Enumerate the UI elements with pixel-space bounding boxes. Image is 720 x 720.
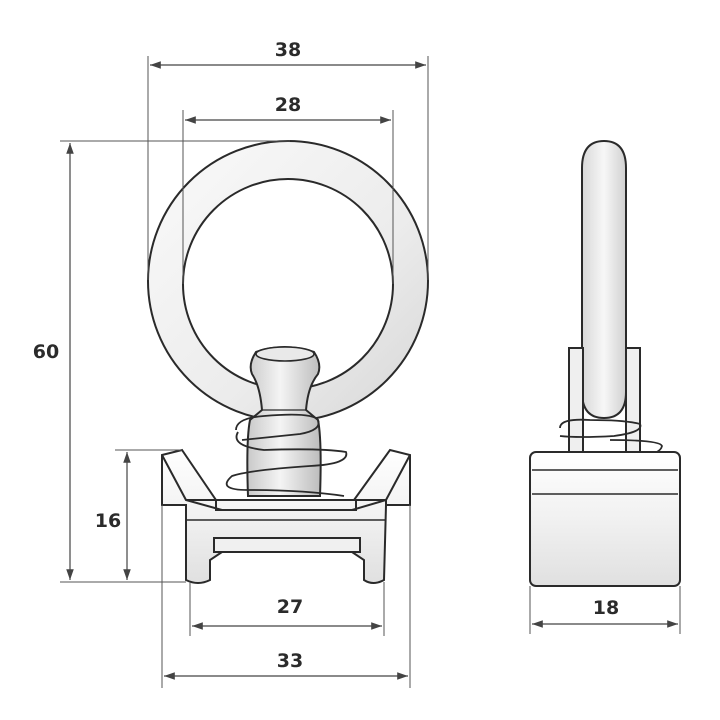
- side-block: [529, 451, 681, 587]
- dim-ring-outer-label: 38: [275, 39, 301, 61]
- dim-base-width-label: 33: [277, 650, 303, 672]
- front-view: [146, 140, 430, 584]
- dim-side-width-label: 18: [593, 597, 619, 619]
- dim-total-height-label: 60: [33, 341, 59, 363]
- front-slot: [213, 537, 361, 553]
- dim-channel-width-label: 27: [277, 596, 303, 618]
- side-view: [529, 139, 681, 587]
- dimension-lines: [66, 61, 678, 680]
- extension-lines: [60, 56, 681, 688]
- front-stem: [225, 346, 348, 497]
- dim-ring-inner-label: 28: [275, 94, 301, 116]
- dimension-labels: 38 28 60 16 27 33 18: [33, 39, 619, 672]
- dim-base-height-label: 16: [95, 510, 121, 532]
- front-spring: [225, 413, 348, 497]
- side-ring: [581, 139, 627, 420]
